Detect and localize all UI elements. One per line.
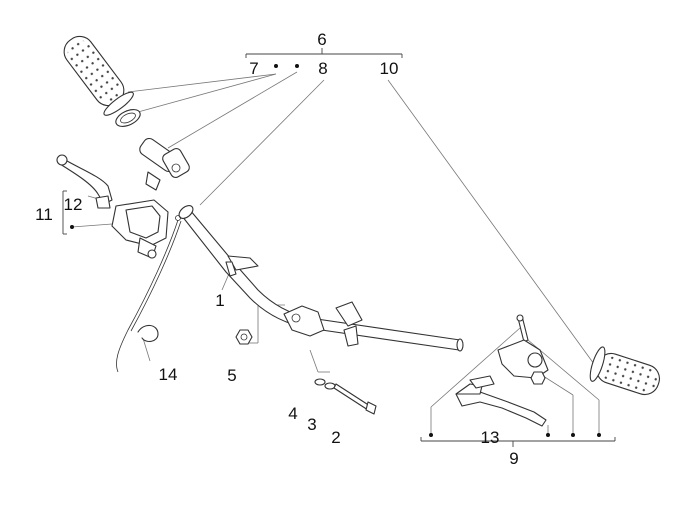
bolt-and-washers	[314, 378, 377, 415]
throttle-assembly	[139, 137, 190, 191]
bullet-dots	[70, 64, 601, 437]
label-2: 2	[331, 428, 340, 447]
leader-lines	[71, 71, 600, 434]
label-12: 12	[64, 195, 83, 214]
label-5: 5	[227, 366, 236, 385]
label-11: 11	[35, 205, 53, 224]
right-grip	[589, 346, 660, 396]
left-brake-lever	[56, 154, 113, 209]
cable-clip	[137, 324, 159, 343]
bracket-group-11	[62, 190, 67, 235]
label-14: 14	[159, 365, 178, 384]
grip-washer	[115, 109, 141, 127]
left-grip	[63, 35, 134, 116]
right-brake-assembly	[455, 314, 549, 427]
master-cylinder	[111, 199, 169, 259]
label-7: 7	[249, 59, 258, 78]
label-6: 6	[317, 30, 326, 49]
handlebar	[178, 205, 464, 352]
callout-labels: 6 7 8 10 11 12 1 14 5 4 3 2 13 9	[35, 30, 519, 468]
label-1: 1	[215, 291, 224, 310]
label-8: 8	[318, 59, 327, 78]
label-9: 9	[509, 449, 518, 468]
bracket-group-9	[420, 437, 616, 447]
bracket-group-6	[245, 48, 403, 58]
label-4: 4	[288, 404, 297, 423]
throttle-cable	[116, 215, 182, 373]
label-10: 10	[380, 59, 399, 78]
label-13: 13	[481, 428, 500, 447]
nut	[235, 329, 253, 345]
label-3: 3	[307, 415, 316, 434]
